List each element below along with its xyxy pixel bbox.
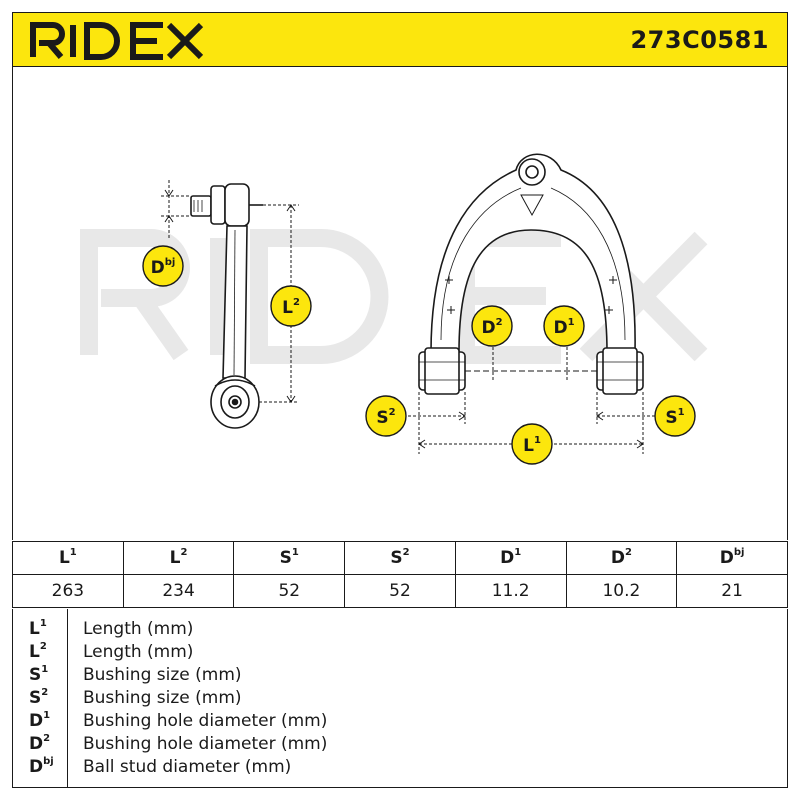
part-number: 273C0581 <box>630 26 769 54</box>
value-l2: 234 <box>122 574 235 608</box>
legend-description: Ball stud diameter (mm) <box>83 757 292 777</box>
link-dimensions <box>161 180 299 403</box>
svg-text:L1: L1 <box>523 435 541 456</box>
legend-symbol: D2 <box>29 733 51 754</box>
legend-symbol: L2 <box>29 641 47 662</box>
svg-text:D1: D1 <box>553 317 574 338</box>
dimension-labels: Dbj L2 D2 D1 S2 <box>142 245 696 465</box>
svg-text:S1: S1 <box>665 407 684 428</box>
value-s2: 52 <box>344 574 456 608</box>
label-s1: S1 <box>654 395 696 437</box>
svg-text:D2: D2 <box>481 317 502 338</box>
value-d2: 10.2 <box>565 574 678 608</box>
header-s1: S1 <box>233 541 346 575</box>
table-value-row: 263 234 52 52 11.2 10.2 21 <box>12 574 788 608</box>
dimension-table: L1 L2 S1 S2 D1 D2 Dbj 263 234 52 52 11.2… <box>12 541 788 608</box>
header-d2: D2 <box>565 541 678 575</box>
legend-item: S1 Bushing size (mm) <box>13 664 773 688</box>
svg-text:L2: L2 <box>282 297 300 318</box>
value-d1: 11.2 <box>454 574 567 608</box>
legend-symbol: S1 <box>29 664 49 685</box>
legend: L1 Length (mm) L2 Length (mm) S1 Bushing… <box>12 609 788 788</box>
header-bar: 273C0581 <box>12 12 788 67</box>
svg-text:Dbj: Dbj <box>151 257 176 278</box>
ridex-logo <box>30 22 204 60</box>
technical-drawing: Dbj L2 D2 D1 S2 <box>80 153 708 465</box>
label-l1: L1 <box>511 423 553 465</box>
label-d1: D1 <box>543 305 585 347</box>
label-s2: S2 <box>365 395 407 437</box>
legend-description: Bushing hole diameter (mm) <box>83 734 328 754</box>
label-dbj: Dbj <box>142 245 184 287</box>
value-l1: 263 <box>12 574 124 608</box>
legend-description: Length (mm) <box>83 642 194 662</box>
header-d1: D1 <box>454 541 567 575</box>
legend-description: Bushing hole diameter (mm) <box>83 711 328 731</box>
legend-description: Bushing size (mm) <box>83 665 242 685</box>
stabilizer-link-drawing <box>190 183 263 429</box>
label-d2: D2 <box>471 305 513 347</box>
svg-text:S2: S2 <box>376 407 395 428</box>
legend-description: Length (mm) <box>83 619 194 639</box>
value-s1: 52 <box>233 574 346 608</box>
legend-item: L1 Length (mm) <box>13 618 773 642</box>
legend-symbol: L1 <box>29 618 47 639</box>
legend-symbol: D1 <box>29 710 51 731</box>
diagram-area: Dbj L2 D2 D1 S2 <box>12 66 788 540</box>
legend-symbol: Dbj <box>29 756 54 777</box>
value-dbj: 21 <box>676 574 788 608</box>
arm-dimensions <box>403 342 659 454</box>
legend-item: L2 Length (mm) <box>13 641 773 665</box>
header-l2: L2 <box>122 541 235 575</box>
legend-item: S2 Bushing size (mm) <box>13 687 773 711</box>
table-header-row: L1 L2 S1 S2 D1 D2 Dbj <box>12 541 788 575</box>
control-arm-drawing <box>418 153 644 395</box>
header-s2: S2 <box>344 541 456 575</box>
label-l2: L2 <box>270 285 312 327</box>
header-dbj: Dbj <box>676 541 788 575</box>
legend-divider <box>67 609 68 787</box>
legend-item: Dbj Ball stud diameter (mm) <box>13 756 773 780</box>
legend-symbol: S2 <box>29 687 49 708</box>
legend-item: D2 Bushing hole diameter (mm) <box>13 733 773 757</box>
legend-item: D1 Bushing hole diameter (mm) <box>13 710 773 734</box>
header-l1: L1 <box>12 541 124 575</box>
legend-description: Bushing size (mm) <box>83 688 242 708</box>
